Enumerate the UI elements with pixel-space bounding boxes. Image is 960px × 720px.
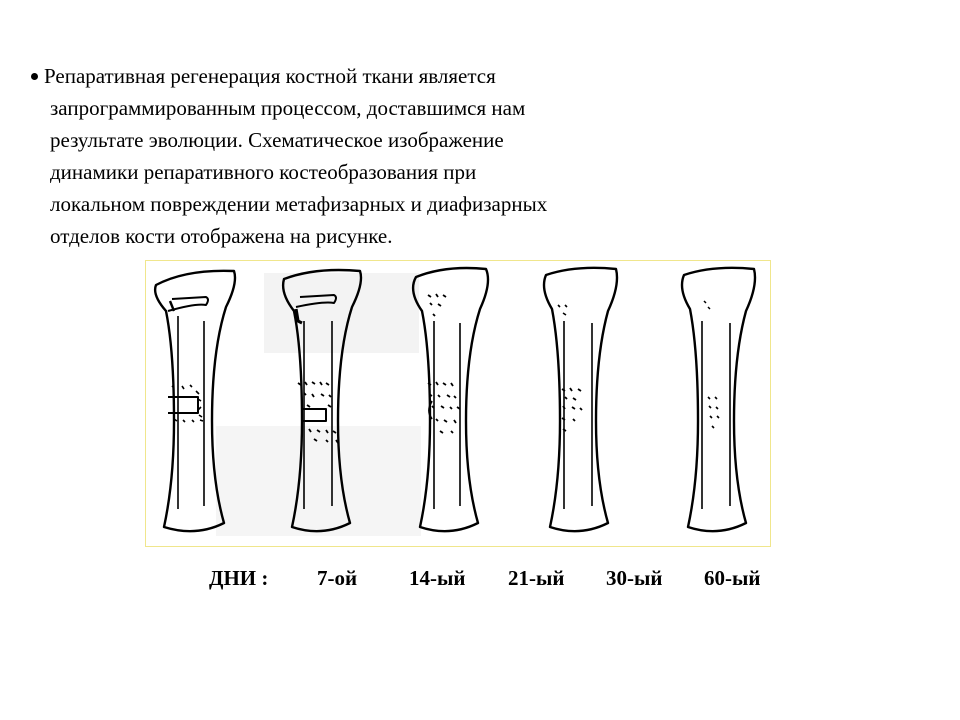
bone-drawings (153, 266, 757, 536)
bone-day-21 (411, 266, 490, 533)
bullet-line-5: локальном повреждении метафизарных и диа… (28, 188, 728, 220)
bone-regeneration-figure (145, 260, 771, 547)
text-line: локальном повреждении метафизарных и диа… (50, 192, 548, 216)
bone-day-60 (680, 266, 757, 533)
bone-day-14 (281, 268, 363, 533)
day-value-21: 21-ый (508, 566, 565, 590)
background-panel (264, 273, 419, 353)
day-value-14: 14-ый (409, 566, 466, 590)
bullet-paragraph: Репаративная регенерация костной ткани я… (28, 60, 728, 252)
text-line: запрограммированным процессом, доставшим… (50, 96, 526, 120)
bullet-line-6: отделов кости отображена на рисунке. (28, 220, 728, 252)
day-value-7: 7-ой (317, 566, 358, 590)
background-panel (216, 426, 421, 536)
text-line: отделов кости отображена на рисунке. (50, 224, 393, 248)
day-value-60: 60-ый (704, 566, 761, 590)
bullet-line-2: запрограммированным процессом, доставшим… (28, 92, 728, 124)
bullet-dot-icon (31, 72, 38, 80)
days-label: ДНИ : (209, 566, 269, 590)
text-line: Репаративная регенерация костной ткани я… (44, 64, 496, 88)
text-line: динамики репаративного костеобразования … (50, 160, 477, 184)
bullet-line-3: результате эволюции. Схематическое изобр… (28, 124, 728, 156)
days-caption: ДНИ : 7-ой 14-ый 21-ый 30-ый 60-ый (0, 566, 960, 596)
text-line: результате эволюции. Схематическое изобр… (50, 128, 504, 152)
bone-day-30 (542, 266, 619, 533)
bone-day-7 (153, 269, 237, 533)
day-value-30: 30-ый (606, 566, 663, 590)
bullet-line-1: Репаративная регенерация костной ткани я… (28, 60, 728, 92)
bullet-line-4: динамики репаративного костеобразования … (28, 156, 728, 188)
